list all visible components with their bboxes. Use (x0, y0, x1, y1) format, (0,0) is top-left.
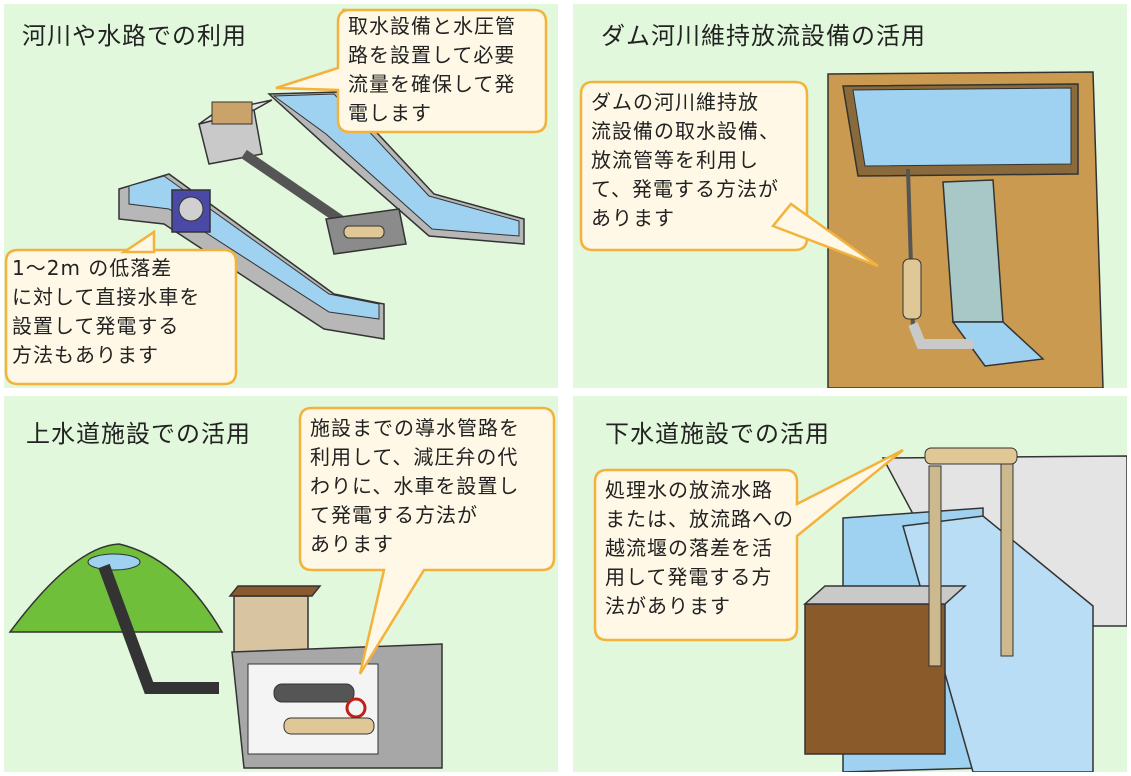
panel-water-supply: 上水道施設での活用 施設までの導水管路を 利用して、減圧弁の代 わりに、水車を設… (4, 396, 558, 772)
callout-water-supply: 施設までの導水管路を 利用して、減圧弁の代 わりに、水車を設置し て発電する方法… (310, 416, 520, 556)
water-supply-illustration (8, 406, 556, 769)
callout-direct-turbine: 1～2m の低落差 に対して直接水車を 設置して発電する 方法もあります (12, 256, 201, 367)
river-channel-illustration (4, 8, 548, 386)
panel-sewerage: 下水道施設での活用 処理水の放流水路 または、放流路への 越流堰の落差を活 用し… (573, 396, 1127, 772)
dam-release-illustration (579, 71, 1104, 388)
panel-title: 河川や水路での利用 (22, 22, 247, 50)
panel-dam-release: ダム河川維持放流設備の活用 ダムの河川維持放 流設備の取水設備、 放流管等を利用… (573, 4, 1127, 388)
callout-sewerage: 処理水の放流水路 または、放流路への 越流堰の落差を活 用して発電する方 法があ… (605, 478, 794, 618)
callout-intake-penstock: 取水設備と水圧管 路を設置して必要 流量を確保して発 電します (348, 14, 516, 125)
panel-title: 上水道施設での活用 (26, 420, 251, 448)
panel-title: ダム河川維持放流設備の活用 (601, 22, 926, 50)
callout-dam-release: ダムの河川維持放 流設備の取水設備、 放流管等を利用し て、発電する方法が あり… (591, 90, 780, 230)
sewerage-illustration (593, 447, 1127, 772)
panel-title: 下水道施設での活用 (605, 420, 830, 448)
panel-river-channel: 河川や水路での利用 取水設備と水圧管 路を設置して必要 流量を確保して発 電しま… (4, 4, 558, 388)
